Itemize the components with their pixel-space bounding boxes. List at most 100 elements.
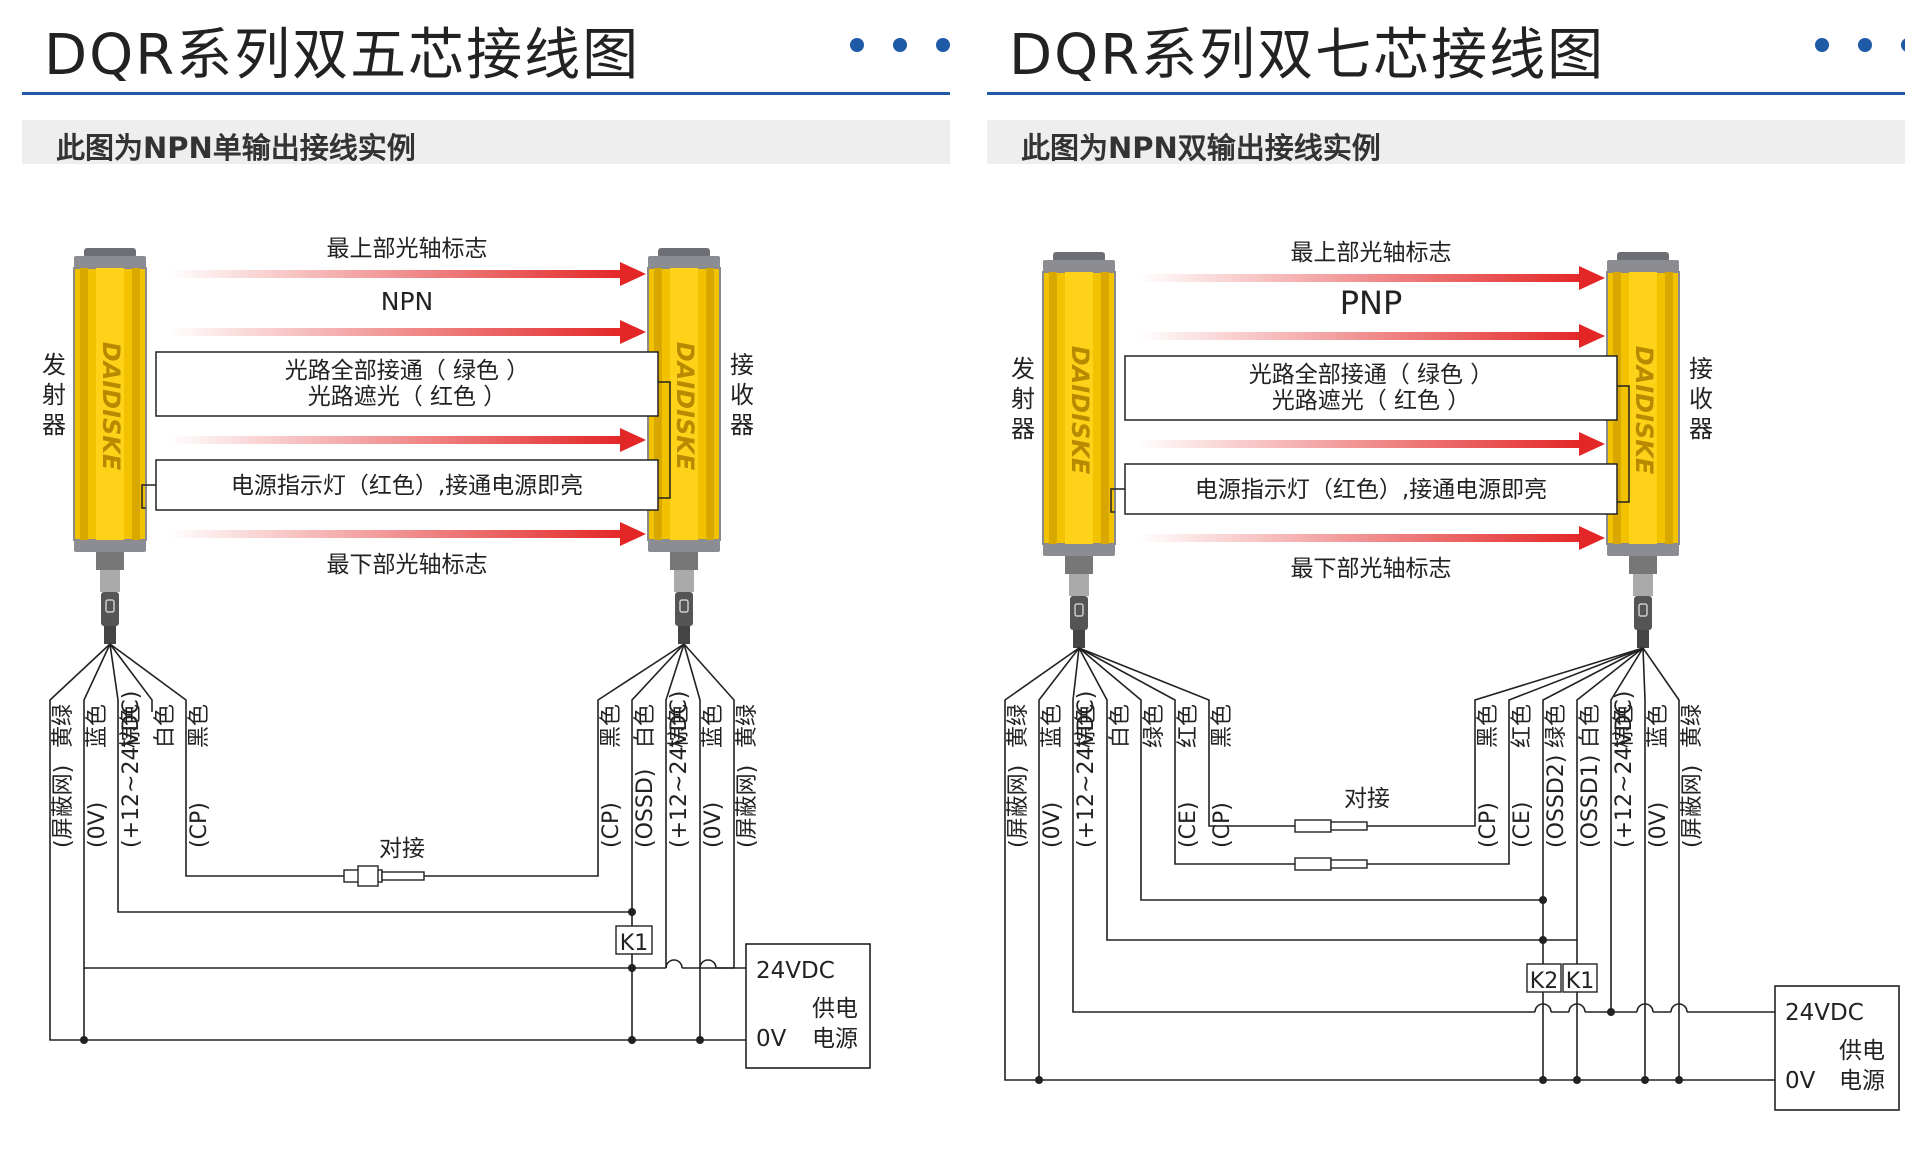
receiver-label-char: 接 [1689,355,1713,383]
sensor-plug [1634,596,1652,630]
junction-dot [1641,1076,1649,1084]
emitter-wire-fan [83,643,111,712]
title-rule [22,92,950,95]
emitter-label-char: 器 [42,411,66,439]
wire-cp-emitter [185,712,344,877]
emitter-label-char: 射 [1011,385,1035,413]
receiver-label-char: 接 [730,351,754,379]
dots-decoration [1815,38,1905,58]
emitter-wire-color: 棕色 [1074,704,1099,748]
sensor-end-bottom [1043,544,1115,556]
emitter-wire-color: 白色 [1108,704,1133,748]
relay-label: K1 [1566,969,1594,994]
relay-label: K2 [1530,969,1558,994]
panel-title: DQR系列双五芯接线图 [44,23,641,88]
receiver-wire-func: (OSSD2) [1544,755,1569,848]
sensor-end-top [1043,260,1115,272]
emitter-wire-fan [1078,647,1210,712]
status-box [1124,355,1618,421]
sensor-connector [1633,574,1653,596]
power-24v: 24VDC [756,958,835,984]
emitter-wire-fan [1078,647,1142,712]
receiver-wire-func: (0V) [1646,802,1671,848]
sensor-cap-top [1617,252,1669,262]
relay-label: K1 [620,931,648,956]
receiver-wire-color: 绿色 [1544,704,1569,748]
light-arrow-2-head [620,320,646,344]
sensor-end-bottom [648,540,720,552]
sensor-plug [675,592,693,626]
connector [1330,859,1368,869]
receiver-wire-fan [1508,647,1644,712]
power-note: 电源指示灯（红色）,接通电源即亮 [231,473,583,499]
sensor-cable [1073,630,1085,648]
sensor-cap-top [658,248,710,258]
light-arrow-3-head [620,428,646,452]
sensor-end-bottom [74,540,146,552]
panel-title: DQR系列双七芯接线图 [1009,23,1606,88]
light-arrow-top [1137,274,1583,282]
power-name-1: 供电 [1839,1038,1885,1064]
junction-dot [1675,1076,1683,1084]
emitter-wire-fan [1004,647,1080,712]
emitter-wire-func: (CP) [187,802,212,848]
power-leader [1110,488,1125,513]
emitter-wire-color: 黑色 [187,704,212,748]
connector [1294,819,1332,833]
wire-0v [83,712,666,969]
junction-dot [628,964,636,972]
receiver-wire-func: (OSSD) [633,769,658,848]
emitter-wire-color: 蓝色 [1040,704,1065,748]
emitter-label-char: 发 [42,351,66,379]
receiver-label-char: 收 [1689,385,1713,413]
emitter-wire-color: 绿色 [1142,704,1167,748]
panel-subtitle: 此图为NPN双输出接线实例 [1021,131,1381,165]
wire-white [1106,712,1578,941]
sensor-brand: DAIDISKE [671,342,699,471]
receiver-wire-color: 蓝色 [1646,704,1671,748]
receiver-wire-color: 黄绿 [1680,704,1705,748]
wire-cp-emitter [1208,712,1295,827]
light-arrow-2 [1137,332,1583,340]
emitter-wire-color: 红色 [1176,704,1201,748]
sensor-plug-mark [1638,603,1648,617]
wire-power-positive [1072,712,1535,1013]
junction-dot [628,1036,636,1044]
emitter-wire-func: (0V) [1040,802,1065,848]
sensor-window [670,268,698,540]
receiver-wire-func: (OSSD1) [1578,755,1603,848]
sensor-stripe [132,268,140,540]
receiver-wire-color: 棕色 [1612,704,1637,748]
sensor-plug [1070,596,1088,630]
junction-dot [1573,1076,1581,1084]
receiver-wire-func: (CP) [1476,802,1501,848]
sensor-connector [1069,574,1089,596]
status-line-1: 光路全部接通（ 绿色 ） [285,358,530,384]
light-arrow-bottom [168,530,624,538]
light-arrow-top-head [620,262,646,286]
wire-crossover [665,959,683,969]
arrow-label-top: 最上部光轴标志 [1291,240,1452,266]
power-0v: 0V [1785,1068,1816,1094]
sensor-window [96,268,124,540]
emitter-wire-func: (屏蔽网) [1006,765,1031,848]
emitter-wire-color: 黄绿 [1006,704,1031,748]
sensor-end-top [648,256,720,268]
status-leader [1607,385,1630,503]
sensor-window [1629,272,1657,544]
sensor-gland [670,552,698,570]
panel-subtitle: 此图为NPN单输出接线实例 [56,131,416,165]
receiver-label-char: 器 [1689,415,1713,443]
emitter-wire-color: 蓝色 [85,704,110,748]
sensor-stripe [80,268,88,540]
relay-box [1562,963,1598,993]
wire-cp-receiver [424,712,599,877]
receiver-wire-color: 黑色 [1476,704,1501,748]
emitter-wire-func: (0V) [85,802,110,848]
connect-label: 对接 [1344,786,1390,812]
receiver-wire-fan [665,643,685,712]
arrow-label-type: NPN [381,287,433,316]
emitter-wire-fan [1078,647,1108,712]
